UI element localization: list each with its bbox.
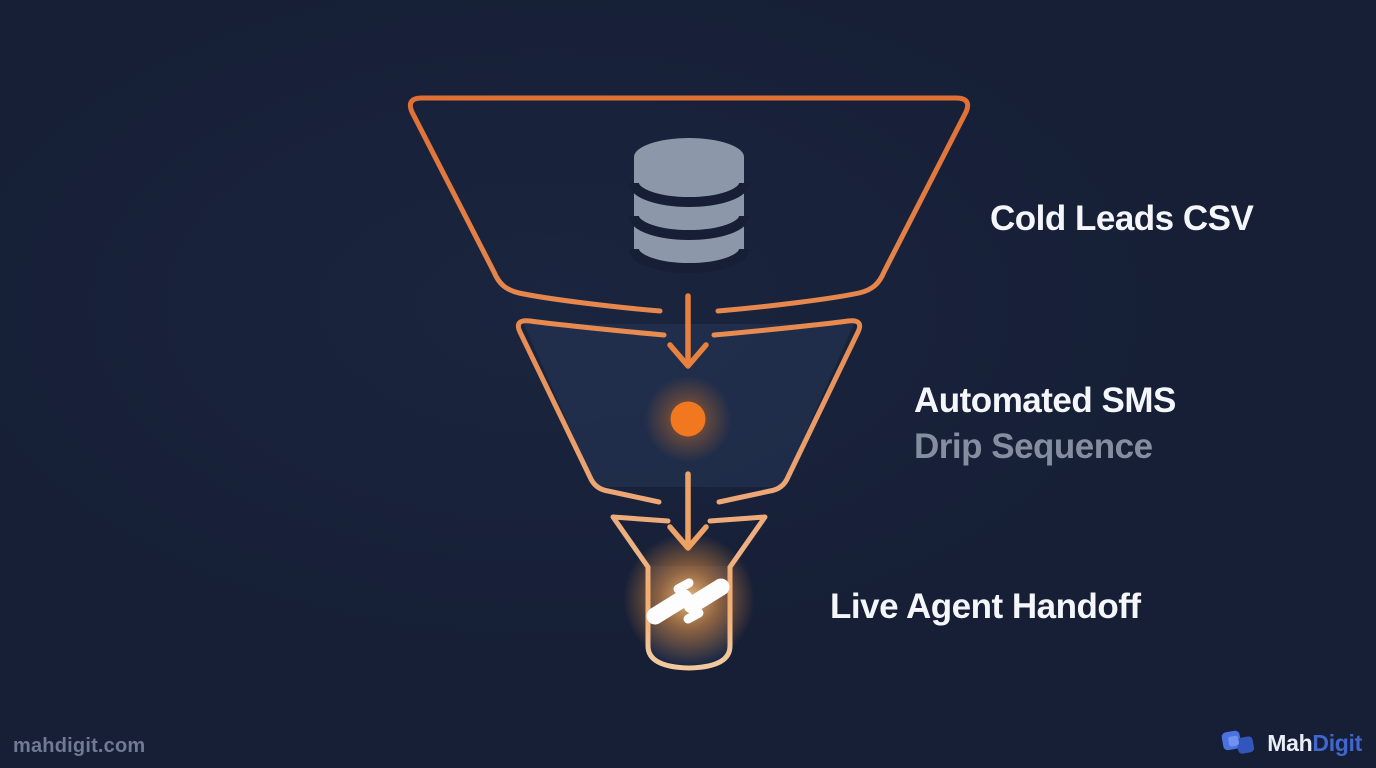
stage-label-live-agent: Live Agent Handoff (830, 584, 1141, 630)
glowing-dot-icon (630, 361, 746, 477)
brand-logo-text: MahDigit (1267, 730, 1362, 757)
handshake-icon (601, 511, 777, 687)
logo-text-primary: Mah (1267, 729, 1313, 756)
stage-1-title: Cold Leads CSV (990, 199, 1254, 238)
stage-2-subtitle: Drip Sequence (914, 427, 1153, 466)
stage-3-title: Live Agent Handoff (830, 587, 1141, 626)
brand-logo: MahDigit (1220, 726, 1362, 760)
stage-2-title: Automated SMS (914, 381, 1176, 420)
funnel-mid-section-right (711, 318, 863, 505)
funnel-top-section (407, 95, 971, 314)
funnel-mid-section-left (515, 318, 667, 505)
database-icon (629, 138, 749, 273)
mahdigit-logo-icon (1221, 730, 1255, 754)
watermark-url: mahdigit.com (13, 735, 146, 757)
stage-label-sms-drip: Automated SMS Drip Sequence (914, 378, 1176, 470)
stage-label-cold-leads: Cold Leads CSV (990, 196, 1254, 242)
logo-text-accent: Digit (1312, 729, 1362, 756)
